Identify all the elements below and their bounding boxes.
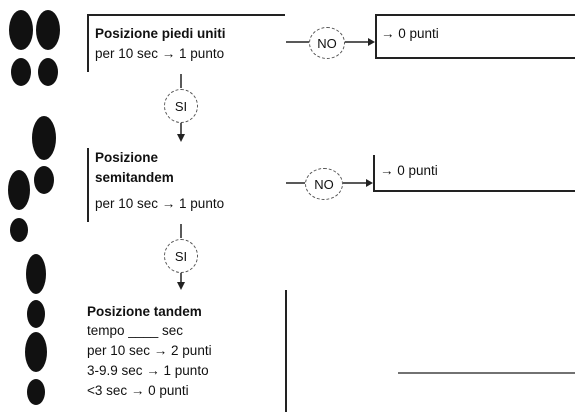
feet-together-icon xyxy=(9,10,60,86)
step3-yes-label: SI xyxy=(174,248,188,264)
step2-title-line2: semitandem xyxy=(95,170,174,185)
step3-row-time: tempo ____ sec xyxy=(87,323,184,338)
step2-yes-label: SI xyxy=(174,98,188,114)
feet-semitandem-icon xyxy=(8,116,56,242)
step1-title: Posizione piedi uniti xyxy=(95,26,226,41)
step3-title: Posizione tandem xyxy=(87,304,202,319)
step1-no-label: NO xyxy=(317,35,337,51)
step2-yes-node: SI xyxy=(164,89,198,123)
feet-tandem-icon xyxy=(25,254,47,405)
step1-detail: per 10 sec → 1 punto xyxy=(95,46,225,61)
step2-no-label: NO xyxy=(314,176,334,192)
step3-yes-node: SI xyxy=(164,239,198,273)
step2-no-node: NO xyxy=(305,168,343,200)
step1-no-node: NO xyxy=(309,27,345,59)
step3-row-under3sec: <3 sec → 0 punti xyxy=(87,383,189,398)
step2-result: → 0 punti xyxy=(380,163,438,178)
step1-result: → 0 punti xyxy=(381,26,439,41)
step2-detail: per 10 sec → 1 punto xyxy=(95,196,225,211)
step3-row-10sec: per 10 sec → 2 punti xyxy=(87,343,212,358)
step2-title-line1: Posizione xyxy=(95,150,159,165)
step3-row-3-9sec: 3-9.9 sec → 1 punto xyxy=(87,363,209,378)
